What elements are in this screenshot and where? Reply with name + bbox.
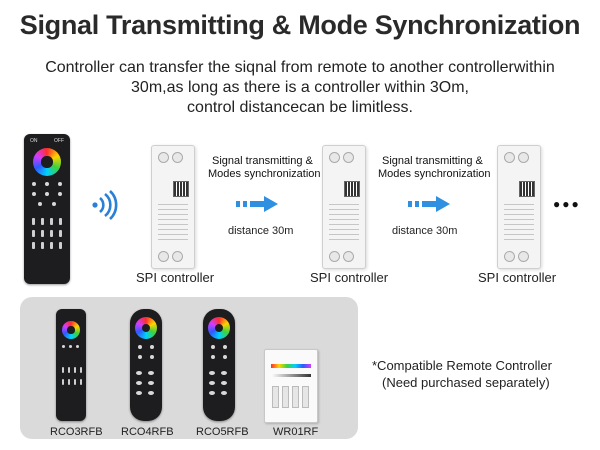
subtitle-line-3: control distancecan be limitless. bbox=[187, 99, 413, 116]
distance-label-2: distance 30m bbox=[392, 225, 458, 237]
remote-off-label: OFF bbox=[54, 138, 64, 144]
remote-label-rco3rfb: RCO3RFB bbox=[50, 426, 103, 438]
color-wheel-icon bbox=[135, 317, 157, 339]
ellipsis-icon: ●●● bbox=[553, 197, 581, 211]
compatible-remotes-panel: RCO3RFB RCO4RFB RCO5RFB bbox=[20, 297, 358, 439]
wireless-signal-icon bbox=[92, 190, 118, 220]
link-note-2-line-1: Signal transmitting & bbox=[382, 155, 483, 167]
remote-rco3rfb bbox=[56, 309, 86, 421]
link-note-1-line-1: Signal transmitting & bbox=[212, 155, 313, 167]
color-wheel-icon bbox=[33, 148, 61, 176]
controller-label-1: SPI controller bbox=[136, 270, 215, 285]
link-note-1-line-2: Modes synchronization bbox=[208, 168, 321, 180]
spi-controller-2 bbox=[322, 145, 366, 269]
color-wheel-icon bbox=[208, 317, 230, 339]
arrow-right-icon bbox=[408, 196, 450, 212]
spi-controller-3 bbox=[497, 145, 541, 269]
arrow-right-icon bbox=[236, 196, 278, 212]
remote-on-label: ON bbox=[30, 138, 38, 144]
qr-code-icon bbox=[344, 181, 360, 197]
remote-label-wr01rf: WR01RF bbox=[273, 426, 319, 438]
compat-note-line-2: (Need purchased separately) bbox=[382, 375, 550, 390]
qr-code-icon bbox=[173, 181, 189, 197]
link-note-2-line-2: Modes synchronization bbox=[378, 168, 491, 180]
controller-label-3: SPI controller bbox=[478, 270, 557, 285]
remote-label-rco5rfb: RCO5RFB bbox=[196, 426, 249, 438]
remote-rco4rfb bbox=[130, 309, 162, 421]
remote-label-rco4rfb: RCO4RFB bbox=[121, 426, 174, 438]
color-wheel-icon bbox=[62, 321, 80, 339]
remote-wr01rf bbox=[264, 349, 318, 423]
qr-code-icon bbox=[519, 181, 535, 197]
controller-label-2: SPI controller bbox=[310, 270, 389, 285]
subtitle-line-1: Controller can transfer the siqnal from … bbox=[45, 59, 555, 76]
subtitle-line-2: 30m,as long as there is a controller wit… bbox=[131, 79, 469, 96]
compat-note-line-1: *Compatible Remote Controller bbox=[372, 358, 552, 373]
main-remote: ON OFF bbox=[24, 134, 70, 284]
distance-label-1: distance 30m bbox=[228, 225, 294, 237]
spi-controller-1 bbox=[151, 145, 195, 269]
page-title: Signal Transmitting & Mode Synchronizati… bbox=[19, 10, 581, 40]
remote-rco5rfb bbox=[203, 309, 235, 421]
